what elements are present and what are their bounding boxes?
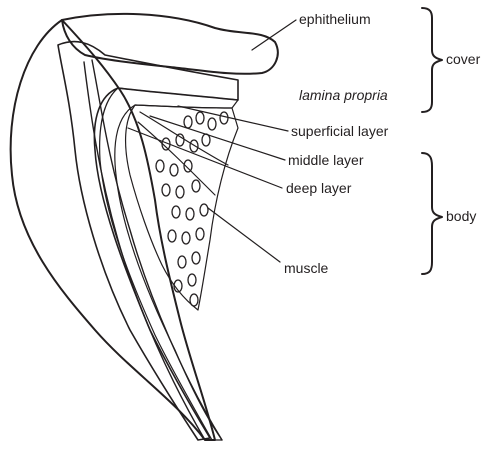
leader-middle-layer [150, 116, 285, 160]
label-superficial-layer: superficial layer [291, 123, 389, 139]
label-group-body: body [446, 208, 476, 224]
leader-muscle [208, 208, 280, 262]
label-ephithelium: ephithelium [299, 11, 371, 27]
epithelium-cap [62, 14, 278, 74]
label-muscle: muscle [284, 260, 329, 276]
cover-brace [422, 8, 442, 112]
middle-layer-region [126, 105, 238, 310]
body-brace [422, 153, 442, 274]
label-lamina-propria: lamina propria [299, 87, 388, 103]
label-deep-layer: deep layer [286, 180, 352, 196]
label-group-cover: cover [446, 51, 481, 67]
fiber-loops [156, 112, 228, 306]
label-middle-layer: middle layer [288, 152, 364, 168]
